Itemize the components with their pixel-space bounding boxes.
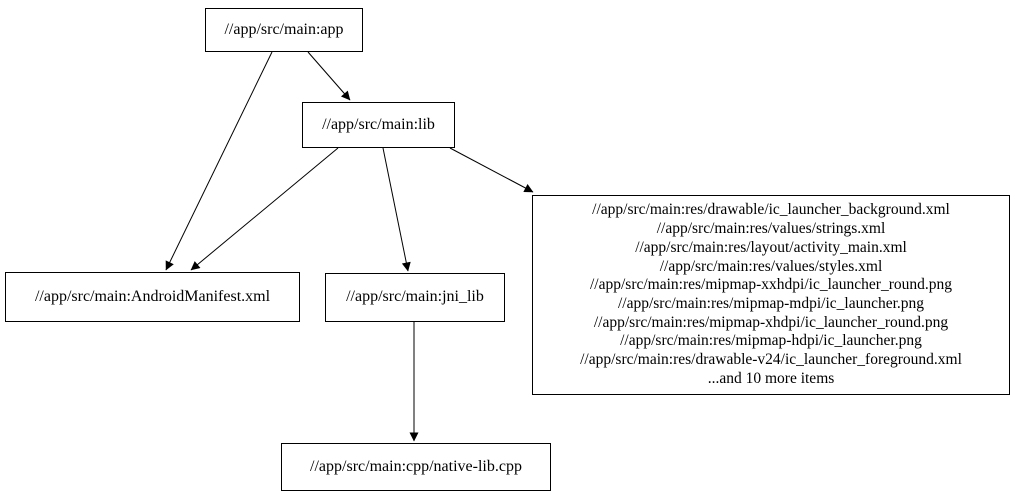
res-group-line: //app/src/main:res/mipmap-xxhdpi/ic_laun… xyxy=(589,276,952,294)
node-native-lib-cpp: //app/src/main:cpp/native-lib.cpp xyxy=(281,443,551,491)
node-native-lib-cpp-label: //app/src/main:cpp/native-lib.cpp xyxy=(310,457,522,475)
res-group-more-items: ...and 10 more items xyxy=(707,369,835,387)
edge-lib-res-group xyxy=(449,147,534,193)
node-jni-lib: //app/src/main:jni_lib xyxy=(325,273,505,322)
edge-lib-manifest xyxy=(190,147,339,271)
node-lib: //app/src/main:lib xyxy=(302,102,455,148)
res-group-line: //app/src/main:res/values/styles.xml xyxy=(659,257,883,275)
res-group-line: //app/src/main:res/mipmap-hdpi/ic_launch… xyxy=(620,332,922,350)
node-app: //app/src/main:app xyxy=(205,8,363,52)
res-group-line: //app/src/main:res/values/strings.xml xyxy=(656,220,886,238)
node-app-label: //app/src/main:app xyxy=(224,20,344,38)
res-group-line: //app/src/main:res/layout/activity_main.… xyxy=(635,238,907,256)
res-group-line: //app/src/main:res/drawable/ic_launcher_… xyxy=(592,201,950,219)
edge-app-lib xyxy=(307,51,351,101)
node-jni-lib-label: //app/src/main:jni_lib xyxy=(346,288,484,306)
node-android-manifest: //app/src/main:AndroidManifest.xml xyxy=(5,272,300,322)
res-group-line: //app/src/main:res/drawable-v24/ic_launc… xyxy=(580,351,962,369)
node-lib-label: //app/src/main:lib xyxy=(322,115,435,133)
edge-lib-jni-lib xyxy=(382,147,411,272)
node-android-manifest-label: //app/src/main:AndroidManifest.xml xyxy=(34,287,271,305)
edge-app-manifest xyxy=(165,51,273,271)
node-res-group: //app/src/main:res/drawable/ic_launcher_… xyxy=(532,195,1010,395)
res-group-line: //app/src/main:res/mipmap-mdpi/ic_launch… xyxy=(617,295,925,312)
res-group-line: //app/src/main:res/mipmap-xhdpi/ic_launc… xyxy=(593,313,949,331)
